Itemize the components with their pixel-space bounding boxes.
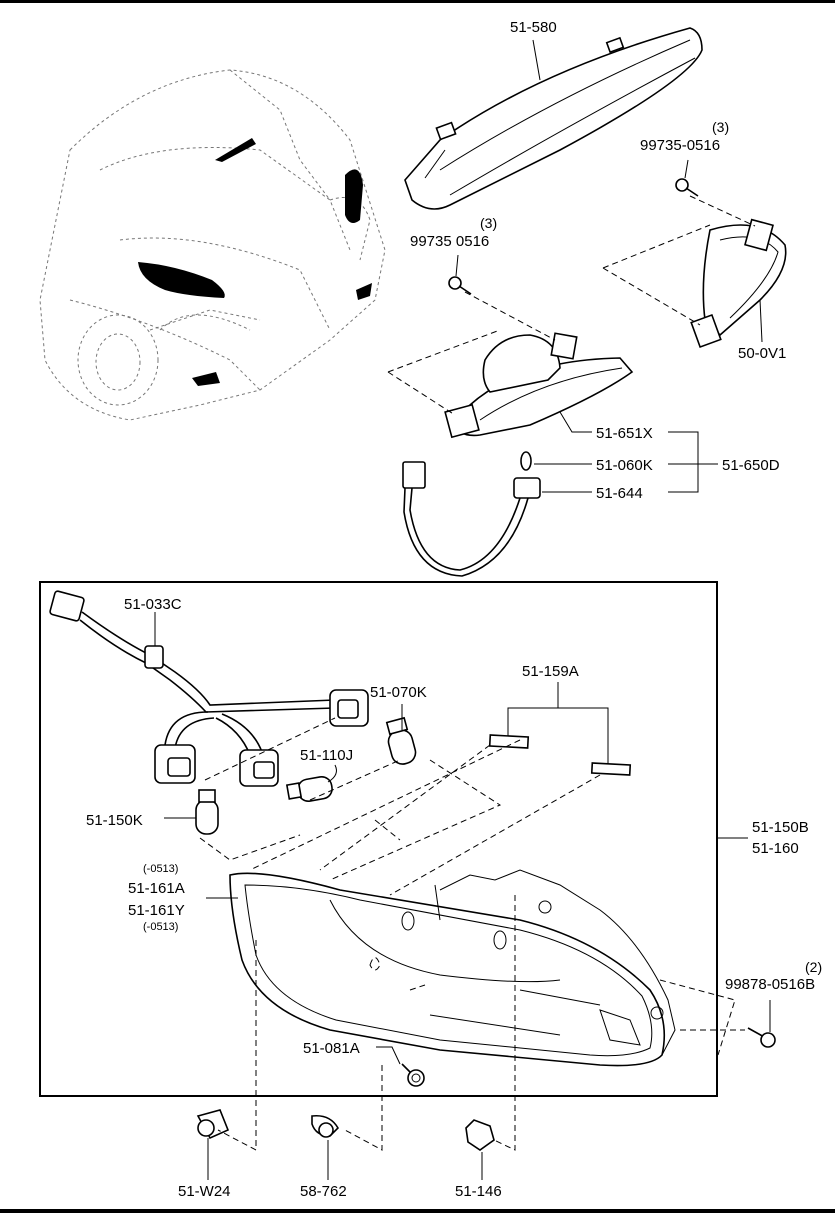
label-bolt-qty: (2) [805, 959, 822, 975]
label-51-161y: 51-161Y [128, 902, 185, 919]
guide-146 [493, 895, 516, 1151]
fog-bulb [520, 451, 532, 471]
label-51-161a: 51-161A [128, 880, 185, 897]
grommet-51-w24 [196, 1109, 230, 1180]
reflector-location-right [356, 283, 372, 300]
label-note-top: (-0513) [143, 863, 178, 875]
reflector-tape [488, 734, 632, 776]
bracket-51-650d [668, 431, 718, 493]
tail-lamp-location-right [345, 169, 363, 224]
label-51-146: 51-146 [455, 1183, 502, 1200]
socket-upper [329, 689, 369, 727]
vehicle-sketch [39, 69, 386, 421]
leader-51-081a [376, 1046, 401, 1065]
bracket-51-159a [507, 682, 609, 764]
label-screw-qty-right: (3) [712, 119, 729, 135]
label-51-651x: 51-651X [596, 425, 653, 442]
label-51-644: 51-644 [596, 485, 643, 502]
guide-762 [344, 1065, 383, 1151]
leader-51-651x [559, 411, 592, 433]
leader-51-110j [327, 764, 337, 783]
side-turn-lamp [690, 218, 787, 349]
socket-middle [239, 749, 279, 787]
label-99878: 99878-0516B [725, 976, 815, 993]
rear-fog-lamp-unit [444, 332, 634, 439]
label-51-110j: 51-110J [300, 747, 353, 764]
lamp-harness [49, 590, 369, 787]
label-screw-qty-left: (3) [480, 215, 497, 231]
label-51-w24: 51-W24 [178, 1183, 231, 1200]
label-51-081a: 51-081A [303, 1040, 360, 1057]
label-51-033c: 51-033C [124, 596, 182, 613]
label-51-580: 51-580 [510, 19, 557, 36]
clip-51-081a [401, 1063, 425, 1087]
screw-right [675, 159, 699, 197]
label-51-150k: 51-150K [86, 812, 143, 829]
reflector-location-left [192, 372, 220, 386]
label-screw-left: 99735 0516 [410, 233, 489, 250]
guide-side-lamp [602, 195, 756, 326]
bulb-51-070k [385, 716, 417, 765]
nut-51-146 [465, 1119, 495, 1180]
bolt-99878 [747, 1027, 776, 1048]
guide-fog-lamp [387, 291, 556, 416]
screw-left [448, 254, 472, 295]
label-50-0v1: 50-0V1 [738, 345, 786, 362]
label-51-070k: 51-070K [370, 684, 427, 701]
combination-lamp-frame [39, 581, 718, 1097]
clip-58-762 [311, 1114, 339, 1180]
fog-socket-harness [402, 461, 541, 577]
guide-bolt [659, 979, 745, 1056]
label-58-762: 58-762 [300, 1183, 347, 1200]
label-51-150b: 51-150B [752, 819, 809, 836]
high-mount-location [215, 138, 256, 162]
tail-lamp-location-left [138, 262, 225, 298]
bulb-51-150k [195, 789, 219, 835]
label-51-159a: 51-159A [522, 663, 579, 680]
label-51-650d: 51-650D [722, 457, 780, 474]
label-51-060k: 51-060K [596, 457, 653, 474]
label-screw-right: 99735-0516 [640, 137, 720, 154]
guide-lines-lamp [199, 717, 601, 896]
label-note-bottom: (-0513) [143, 921, 178, 933]
high-mount-stop-lamp [404, 27, 703, 210]
bulb-51-110j [285, 775, 333, 803]
socket-lower [154, 744, 196, 784]
label-51-160: 51-160 [752, 840, 799, 857]
combination-lamp-housing [229, 869, 676, 1067]
guide-w24 [217, 940, 257, 1151]
